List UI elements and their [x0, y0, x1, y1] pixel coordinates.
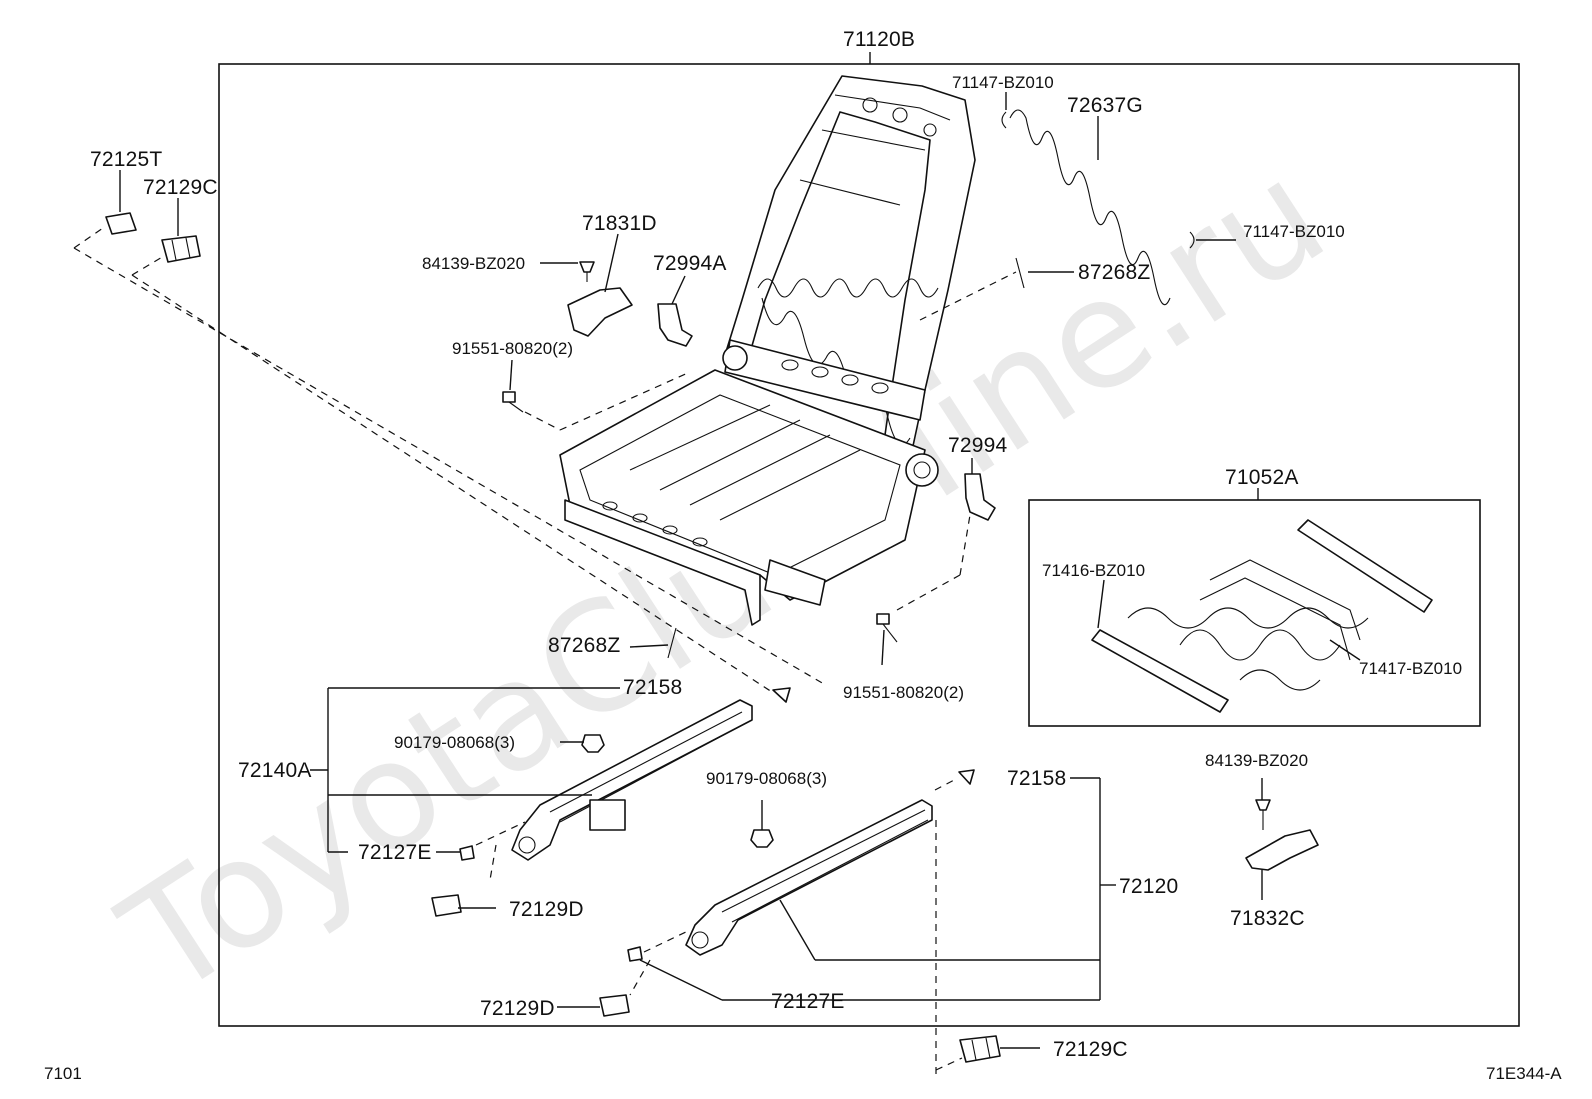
- label-72637G: 72637G: [1067, 94, 1143, 117]
- label-72994A: 72994A: [653, 252, 727, 275]
- cushion-springs: [1091, 519, 1433, 713]
- label-72140A: 72140A: [238, 759, 312, 782]
- label-71832C: 71832C: [1230, 907, 1305, 930]
- seat-tracks: [511, 699, 933, 956]
- label-87268Z-left: 87268Z: [548, 634, 620, 657]
- assembly-frame-box: [218, 63, 1520, 1027]
- label-72129D-bottom: 72129D: [480, 997, 555, 1020]
- label-84139-BZ020-right: 84139-BZ020: [1205, 751, 1308, 770]
- label-90179-left: 90179-08068(3): [394, 733, 515, 752]
- label-87268Z-right: 87268Z: [1078, 261, 1150, 284]
- label-91551-top: 91551-80820(2): [452, 339, 573, 358]
- label-72994: 72994: [948, 434, 1008, 457]
- label-71147-right: 71147-BZ010: [1243, 222, 1345, 241]
- label-72120: 72120: [1119, 875, 1178, 898]
- label-71052A: 71052A: [1225, 466, 1299, 489]
- seat-frame: [559, 75, 976, 626]
- label-71120B: 71120B: [843, 28, 915, 51]
- label-72129D-left: 72129D: [509, 898, 584, 921]
- label-91551-bottom: 91551-80820(2): [843, 683, 964, 702]
- label-72158-top: 72158: [623, 676, 682, 699]
- label-71147-top: 71147-BZ010: [952, 73, 1054, 92]
- callout-labels: 71120B 72125T 72129C 71831D 84139-BZ020 …: [44, 28, 1562, 1083]
- leader-lines: [73, 52, 1361, 1080]
- page-code-right: 71E344-A: [1486, 1064, 1562, 1083]
- label-72158-right: 72158: [1007, 767, 1066, 790]
- parts-small: [105, 109, 1319, 1063]
- label-72127E-bottom: 72127E: [771, 990, 845, 1013]
- label-71831D: 71831D: [582, 212, 657, 235]
- label-72125T: 72125T: [90, 148, 162, 171]
- label-90179-right: 90179-08068(3): [706, 769, 827, 788]
- label-71416-BZ010: 71416-BZ010: [1042, 561, 1145, 580]
- label-72129C-bottom: 72129C: [1053, 1038, 1128, 1061]
- label-84139-BZ020-top: 84139-BZ020: [422, 254, 525, 273]
- cushion-spring-box: [1028, 499, 1481, 727]
- label-72127E-left: 72127E: [358, 841, 432, 864]
- label-71417-BZ010: 71417-BZ010: [1359, 659, 1462, 678]
- label-72129C-top: 72129C: [143, 176, 218, 199]
- page-code-left: 7101: [44, 1064, 82, 1083]
